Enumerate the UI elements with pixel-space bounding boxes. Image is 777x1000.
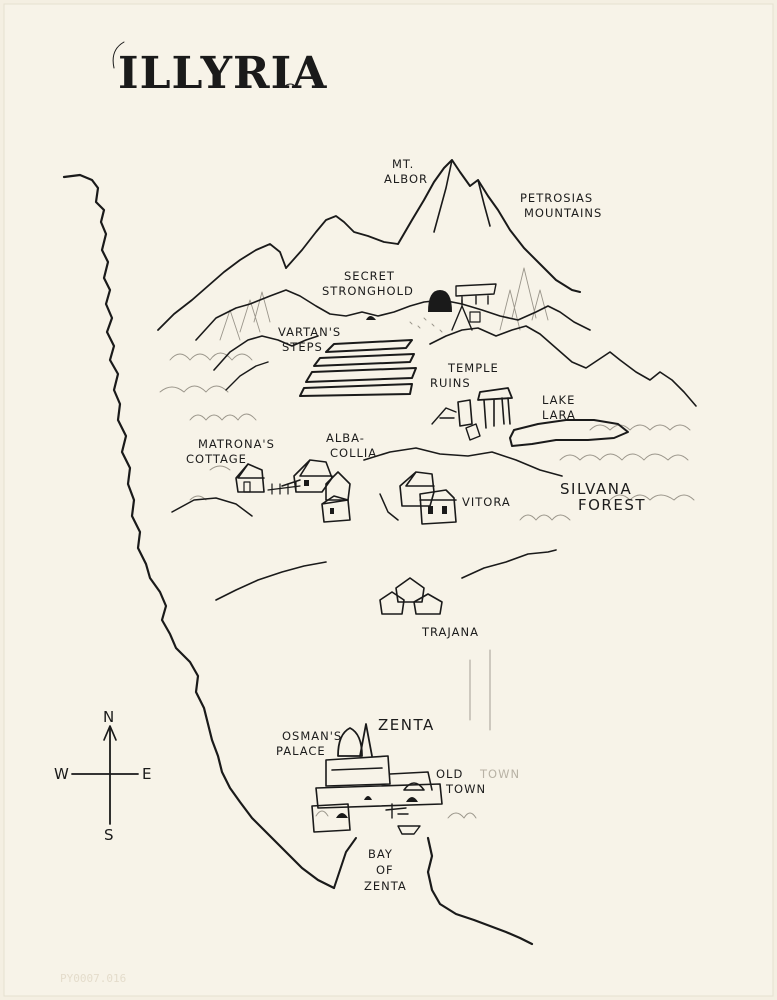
label-of: OF bbox=[376, 863, 394, 877]
vitora-town bbox=[399, 471, 457, 525]
place-labels: MT. ALBOR PETROSIAS MOUNTAINS SECRET STR… bbox=[186, 157, 646, 893]
paper-sheet bbox=[3, 3, 774, 997]
label-bay: BAY bbox=[368, 847, 393, 861]
boat bbox=[397, 825, 421, 835]
label-temple: TEMPLE bbox=[447, 361, 499, 375]
archive-stamp: PY0007.016 bbox=[60, 972, 126, 985]
label-town: TOWN bbox=[445, 782, 486, 796]
ridge-west bbox=[157, 243, 287, 331]
title-flourish bbox=[112, 41, 296, 87]
label-collia: COLLIA bbox=[330, 446, 377, 460]
label-town-pencil: TOWN bbox=[479, 767, 520, 781]
label-lake: LAKE bbox=[542, 393, 575, 407]
label-zenta: ZENTA bbox=[378, 716, 435, 734]
harbor-pier bbox=[385, 803, 409, 819]
label-old: OLD bbox=[436, 767, 463, 781]
vartans-steps bbox=[299, 339, 417, 397]
bay-east-shore bbox=[426, 836, 534, 946]
cave-entrance bbox=[428, 290, 452, 312]
map-title: ILLYRIA bbox=[112, 41, 327, 99]
lake-lara bbox=[509, 419, 629, 447]
label-silvana: SILVANA bbox=[560, 480, 632, 498]
zenta-city bbox=[311, 723, 443, 835]
label-albor: ALBOR bbox=[384, 172, 428, 186]
matronas-cottage bbox=[235, 463, 301, 495]
ridge-foothill bbox=[213, 335, 319, 371]
compass-south: S bbox=[104, 826, 114, 844]
alba-collia-village bbox=[293, 459, 351, 523]
title-text: ILLYRIA bbox=[118, 48, 327, 99]
compass-east: E bbox=[142, 765, 151, 783]
pencil-sketches bbox=[159, 267, 695, 819]
label-secret: SECRET bbox=[344, 269, 395, 283]
label-ruins: RUINS bbox=[430, 376, 471, 390]
palace-spire bbox=[359, 723, 373, 757]
label-mountains: MOUNTAINS bbox=[524, 206, 602, 220]
label-palace: PALACE bbox=[276, 744, 326, 758]
rolling-hills bbox=[171, 447, 563, 601]
ridge-center bbox=[285, 215, 399, 269]
label-cottage: COTTAGE bbox=[186, 452, 247, 466]
bay-west-shore bbox=[333, 837, 357, 889]
compass-west: W bbox=[54, 765, 69, 783]
label-vartans: VARTAN'S bbox=[278, 325, 341, 339]
ridge-inner bbox=[195, 289, 591, 341]
label-matronas: MATRONA'S bbox=[198, 437, 275, 451]
petrosias-mountain-range bbox=[157, 159, 697, 407]
temple-ruins bbox=[431, 387, 513, 441]
label-osmans: OSMAN'S bbox=[282, 729, 342, 743]
label-vitora: VITORA bbox=[462, 495, 511, 509]
label-forest: FOREST bbox=[578, 496, 646, 514]
compass-north: N bbox=[103, 708, 114, 726]
secret-stronghold bbox=[366, 283, 497, 333]
label-stronghold: STRONGHOLD bbox=[322, 284, 414, 298]
ridge-east bbox=[429, 325, 697, 407]
label-mt: MT. bbox=[392, 157, 414, 171]
label-alba: ALBA- bbox=[326, 431, 365, 445]
coastline bbox=[62, 173, 336, 890]
fence bbox=[267, 481, 301, 495]
label-trajana: TRAJANA bbox=[421, 625, 479, 639]
label-zenta-bay: ZENTA bbox=[364, 879, 407, 893]
compass-rose: N S E W bbox=[54, 708, 151, 844]
label-steps: STEPS bbox=[282, 340, 323, 354]
label-lara: LARA bbox=[542, 408, 576, 422]
label-petrosias: PETROSIAS bbox=[520, 191, 593, 205]
trajana-village bbox=[379, 577, 443, 615]
